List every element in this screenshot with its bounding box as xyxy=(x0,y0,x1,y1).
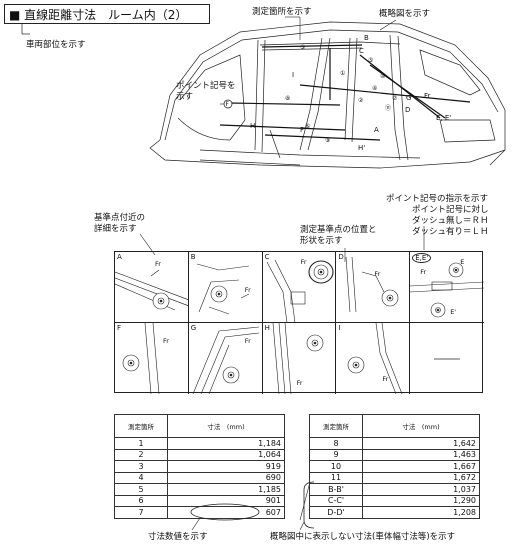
point-e-icon xyxy=(410,262,484,318)
detail-panel-grid: A Fr B Fr C Fr D Fr E,E' Fr E E' F Fr G … xyxy=(114,251,484,394)
panel-label: B xyxy=(190,253,196,261)
header-dimension: 寸法 (mm) xyxy=(167,414,285,438)
svg-text:⑥: ⑥ xyxy=(305,123,310,130)
header-spot: 測定箇所 xyxy=(309,414,363,438)
svg-text:①: ① xyxy=(340,70,345,77)
callout-point-rule-3: ダッシュ無し＝ＲＨ xyxy=(412,216,489,226)
detail-panel-c: C Fr xyxy=(262,252,337,323)
detail-panel-b: B Fr xyxy=(188,252,263,323)
svg-text:⑦: ⑦ xyxy=(392,95,398,102)
fr-label: Fr xyxy=(163,337,169,345)
callout-vehicle-part: 車両部位を示す xyxy=(26,40,86,50)
table-header: 測定箇所 寸法 (mm) xyxy=(309,414,480,438)
value-cell: 1,208 xyxy=(362,506,480,519)
detail-panel-h: H Fr xyxy=(263,323,337,394)
svg-text:D: D xyxy=(405,106,410,114)
svg-text:A: A xyxy=(374,126,379,134)
point-f-icon xyxy=(122,323,160,394)
svg-text:H': H' xyxy=(358,144,365,152)
svg-text:F: F xyxy=(226,101,230,108)
detail-panel-a: A Fr xyxy=(115,252,189,323)
svg-text:E, E': E, E' xyxy=(436,114,451,122)
spot-cell: 7 xyxy=(114,506,168,519)
svg-text:③: ③ xyxy=(300,44,305,51)
fr-label: Fr xyxy=(300,258,307,266)
svg-text:⑩: ⑩ xyxy=(380,73,385,80)
fr-label: Fr xyxy=(420,268,427,276)
svg-text:B: B xyxy=(364,34,369,42)
table-header: 測定箇所 寸法 (mm) xyxy=(114,414,285,438)
callout-dim-value: 寸法数値を示す xyxy=(148,532,208,542)
panel-label: F xyxy=(117,324,122,332)
svg-text:G: G xyxy=(406,94,411,102)
point-e-prime-label: E' xyxy=(450,308,457,316)
callout-point-no: ポイント記号を 示す xyxy=(176,81,236,102)
detail-panel-g: G Fr xyxy=(189,323,263,394)
callout-point-rule-2: ポイント記号に対し xyxy=(412,205,489,215)
svg-text:⑤: ⑤ xyxy=(368,57,373,64)
detail-panel-f: F Fr xyxy=(115,323,189,394)
panel-label: G xyxy=(190,324,197,332)
point-h-icon xyxy=(272,323,323,394)
svg-text:C: C xyxy=(359,47,364,55)
svg-text:②: ② xyxy=(358,97,364,104)
detail-panel-empty xyxy=(410,323,484,394)
fr-label: Fr xyxy=(296,379,303,387)
callout-measure-spot: 測定箇所を示す xyxy=(252,7,312,17)
panel-label: E,E' xyxy=(412,253,432,263)
point-e-label: E xyxy=(460,258,465,266)
svg-text:⑪: ⑪ xyxy=(385,104,391,112)
page-title: ■ 直線距離寸法 ルーム内（2） xyxy=(4,4,210,24)
svg-text:H: H xyxy=(250,122,255,130)
detail-panel-d: D Fr xyxy=(336,252,411,323)
point-g-icon xyxy=(192,326,259,394)
point-b-icon xyxy=(196,263,249,315)
fr-label: Fr xyxy=(244,337,251,345)
callout-ref-detail: 基準点付近の 詳細を示す xyxy=(94,213,146,234)
panel-label: C xyxy=(264,253,270,261)
panel-label: H xyxy=(264,324,270,332)
fr-label: Fr xyxy=(155,260,161,268)
header-dimension: 寸法 (mm) xyxy=(362,414,480,438)
svg-text:④: ④ xyxy=(372,85,377,92)
callout-ref-shape: 測定基準点の位置と 形状を示す xyxy=(300,225,377,246)
point-i-icon xyxy=(348,323,403,394)
svg-text:⑧: ⑧ xyxy=(285,95,290,102)
panel-label: I xyxy=(338,324,341,332)
fr-label: Fr xyxy=(244,286,251,294)
callout-outline: 概略図を示す xyxy=(379,9,431,19)
fr-label: Fr xyxy=(382,375,389,383)
panel-label: D xyxy=(338,253,344,261)
svg-text:⑨: ⑨ xyxy=(325,137,330,144)
svg-text:Fr: Fr xyxy=(424,92,431,100)
svg-text:I: I xyxy=(292,71,294,79)
detail-panel-e: E,E' Fr E E' xyxy=(410,252,484,323)
point-d-icon xyxy=(346,256,399,313)
empty-dash-icon xyxy=(434,358,461,360)
detail-panel-i: I Fr xyxy=(336,323,411,394)
callout-point-rule-1: ポイント記号の指示を示す xyxy=(386,194,489,204)
header-spot: 測定箇所 xyxy=(114,414,168,438)
callout-not-shown: 概略図中に表示しない寸法(車体幅寸法等)を示す xyxy=(270,532,456,542)
svg-text:F': F' xyxy=(300,126,306,134)
point-c-icon xyxy=(266,259,334,322)
table-row: D-D'1,208 xyxy=(309,506,480,519)
fr-label: Fr xyxy=(374,270,381,278)
point-a-icon xyxy=(115,269,188,311)
callout-point-rule-4: ダッシュ有り＝ＬＨ xyxy=(412,227,489,237)
panel-label: A xyxy=(117,253,122,261)
